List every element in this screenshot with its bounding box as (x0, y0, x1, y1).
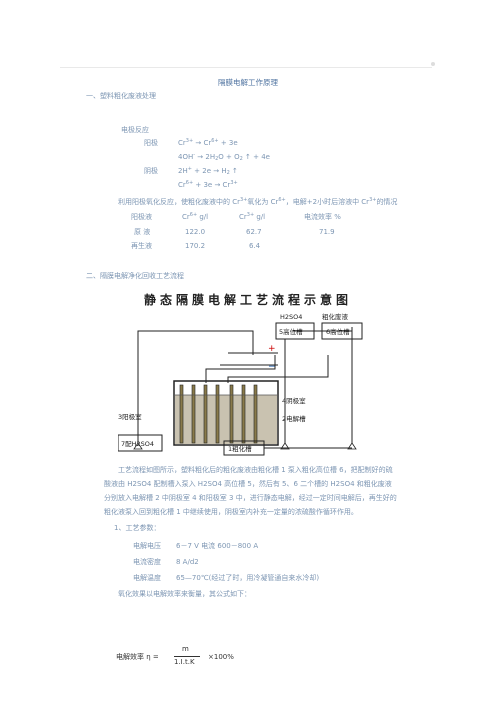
tank-1-label: 1粗化槽 (228, 444, 252, 453)
formula-denominator: 1.I.t.K (174, 658, 195, 666)
formula-tail: ×100% (208, 653, 234, 661)
tank-6-label: 6高位槽 (326, 327, 350, 336)
plus-sign: + (268, 344, 276, 354)
anode-label: 阳极 (144, 139, 158, 147)
page-marker (431, 62, 435, 66)
pump-left-icon (133, 442, 143, 450)
tank-7 (118, 434, 163, 452)
tank-5 (275, 322, 315, 340)
desc-line-2: 酸液由 H2SO4 配制槽入泵入 H2SO4 高位槽 5，然后有 5、6 二个槽… (104, 480, 392, 488)
pipe-h2so4-feed (137, 330, 254, 447)
doc-title: 隔膜电解工作原理 (218, 78, 278, 87)
electrodes (179, 384, 258, 444)
table-header-1: Cr6+ g/l (182, 212, 209, 222)
paragraph-1: 利用阳极氧化反应，使粗化废液中的 Cr3+氧化为 Cr6+，电解+2小时后溶液中… (118, 197, 398, 207)
table-header-0: 阳极液 (131, 213, 152, 221)
process-diagram: H2SO4 粗化废液 5高位槽 6高位槽 + − 4阴极室 2电解槽 3阳极室 … (118, 312, 363, 456)
tank-5-label: 5高位槽 (279, 327, 303, 336)
tank-3-label: 3阳极室 (118, 412, 142, 421)
table-header-2: Cr3+ g/l (239, 212, 266, 222)
table-cell: 170.2 (185, 242, 206, 250)
desc-line-4: 粗化液泵入回到粗化槽 1 中继续使用，阴极室内补充一定量的浓硫酸作循环作用。 (104, 508, 358, 516)
minus-sign: − (268, 362, 276, 372)
param-2-value: 8 A/d2 (176, 558, 199, 566)
param-1-value: 6－7 V 电流 600－800 A (176, 542, 259, 550)
table-cell: 6.4 (249, 242, 261, 250)
table-cell: 62.7 (246, 228, 262, 236)
cathode-equation-1: 2H+ + 2e → H2 ↑ (178, 166, 238, 176)
cathode-equation-2: Cr6+ + 3e → Cr3+ (178, 180, 238, 190)
tank-7-label: 7配H2SO4 (121, 440, 154, 448)
formula-numerator: m (182, 645, 189, 653)
table-cell: 122.0 (185, 228, 206, 236)
tank-6 (321, 322, 363, 340)
anode-equation-1: Cr3+ → Cr6+ + 3e (178, 138, 238, 148)
table-cell: 71.9 (319, 228, 335, 236)
cathode-label: 阴极 (144, 167, 158, 175)
pipe-5-to-cathode (205, 355, 276, 383)
efficiency-note: 氧化效果以电解效率来衡量，其公式如下： (118, 590, 251, 598)
waste-liquid-label: 粗化废液 (322, 312, 349, 321)
param-3-label: 电解温度 (133, 574, 161, 582)
param-2-label: 电流密度 (133, 558, 161, 566)
table-header-3: 电流效率 % (304, 213, 341, 221)
desc-line-1: 工艺流程如图所示，塑料粗化后的粗化废液由粗化槽 1 泵入粗化高位槽 6，把配制好… (118, 466, 393, 474)
fraction-bar (174, 656, 200, 657)
anode-equation-2: 4OH- → 2H2O + O2 ↑ + 4e (178, 152, 270, 162)
desc-line-3: 分别放入电解槽 2 中阴极室 4 和阳极室 3 中，进行静态电解，经过一定时间电… (104, 494, 397, 502)
diagram-title: 静态隔膜电解工艺流程示意图 (143, 293, 352, 307)
section-1-heading: 一、塑料粗化废液处理 (86, 92, 156, 100)
header-rule (60, 67, 432, 68)
efficiency-formula: 电解效率 η = m 1.I.t.K ×100% (116, 645, 276, 669)
electrolyte (175, 395, 277, 444)
table-cell: 原 液 (134, 228, 151, 236)
pipe-6-to-anode (227, 355, 329, 383)
tank-2-label: 2电解槽 (282, 414, 306, 423)
electrolysis-tank (173, 380, 279, 446)
h2so4-label: H2SO4 (280, 313, 302, 321)
params-heading: 1、工艺参数： (114, 524, 161, 532)
param-3-value: 65—70℃(经过了时，用冷凝管通自来水冷却) (176, 574, 320, 582)
reaction-label: 电极反应 (121, 126, 149, 134)
param-1-label: 电解电压 (133, 542, 161, 550)
formula-label: 电解效率 η = (116, 653, 159, 661)
table-cell: 再生液 (131, 242, 152, 250)
tank-4-label: 4阴极室 (282, 396, 306, 405)
section-2-heading: 二、隔膜电解净化回收工艺流程 (86, 272, 184, 280)
